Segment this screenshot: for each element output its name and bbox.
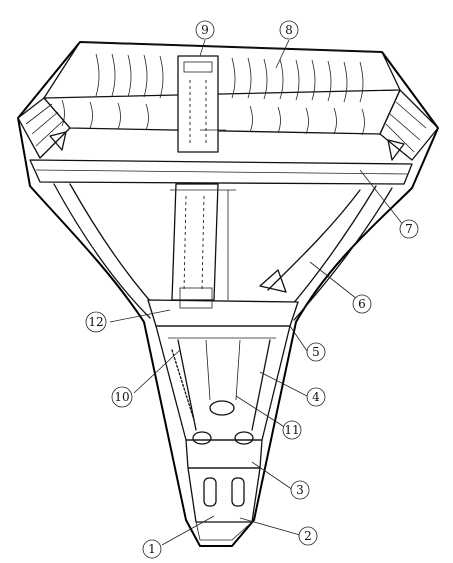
callout-7: 7	[399, 219, 419, 239]
leader-lines	[109, 39, 405, 546]
svg-text:4: 4	[312, 390, 320, 404]
upper-side-panels	[17, 89, 439, 161]
svg-text:7: 7	[405, 222, 413, 236]
svg-text:6: 6	[358, 297, 366, 311]
callout-8: 8	[279, 20, 299, 40]
svg-text:5: 5	[312, 345, 320, 359]
callout-2: 2	[298, 526, 318, 546]
svg-text:9: 9	[201, 23, 209, 37]
callout-12: 12	[85, 311, 107, 333]
svg-text:8: 8	[285, 23, 293, 37]
curved-frames	[53, 183, 393, 321]
callout-10: 10	[111, 386, 133, 408]
svg-text:12: 12	[88, 315, 103, 329]
transverse-beam	[29, 159, 413, 185]
callout-3: 3	[290, 480, 310, 500]
svg-text:3: 3	[296, 483, 304, 497]
svg-text:1: 1	[148, 542, 156, 556]
lower-funnel	[155, 325, 291, 541]
callout-5: 5	[306, 342, 326, 362]
callout-11: 11	[282, 420, 302, 440]
svg-text:11: 11	[284, 423, 299, 437]
callout-9: 9	[195, 20, 215, 40]
callout-1: 1	[142, 539, 162, 559]
callout-4: 4	[306, 387, 326, 407]
callout-6: 6	[352, 294, 372, 314]
svg-text:10: 10	[114, 390, 129, 404]
svg-text:2: 2	[304, 529, 312, 543]
vertical-duct	[171, 55, 226, 301]
